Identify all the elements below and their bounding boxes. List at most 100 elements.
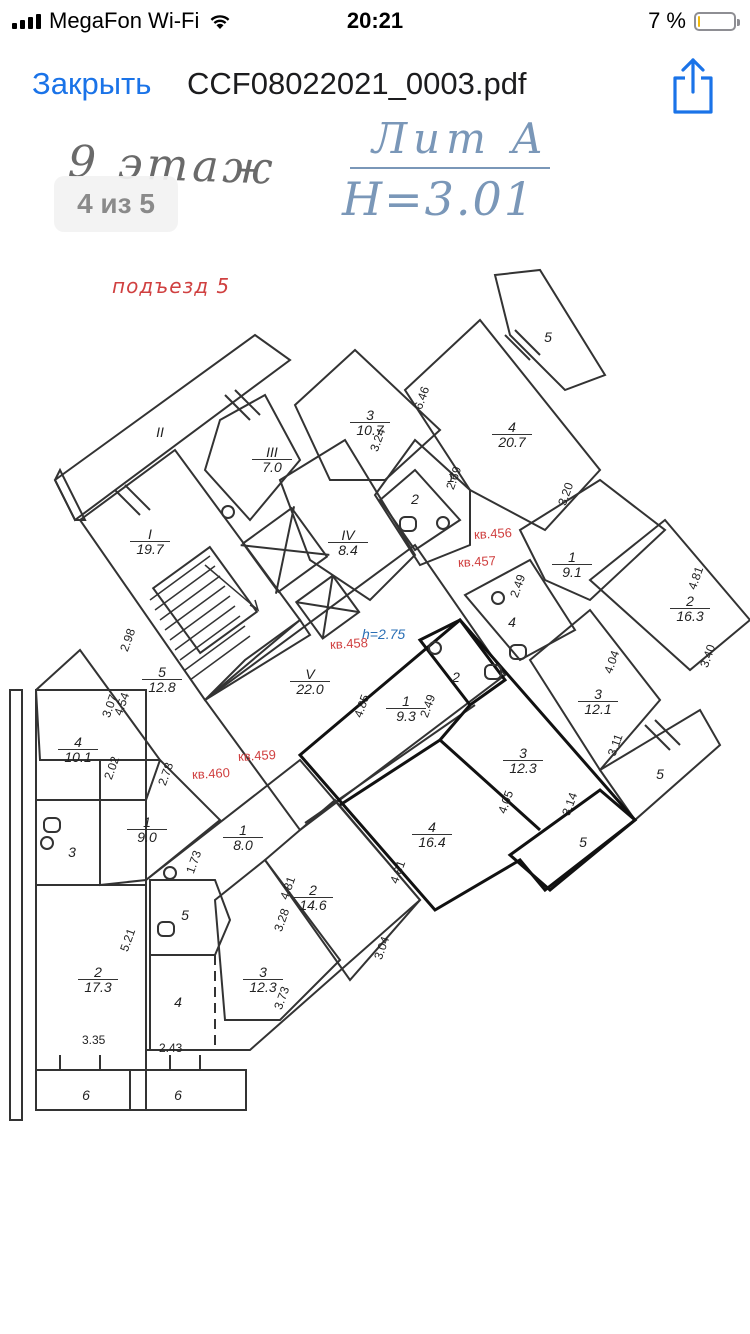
wifi-icon xyxy=(210,15,230,29)
battery-percent: 7 % xyxy=(648,8,686,33)
room-number: 5 xyxy=(181,907,189,923)
room-number: 6 xyxy=(82,1087,90,1103)
status-bar: MegaFon Wi-Fi 20:21 7 % xyxy=(0,0,750,40)
height-label: H=3.01 xyxy=(342,172,536,226)
room-area: 14.6 xyxy=(299,897,327,913)
room-label: 4 xyxy=(158,995,198,1009)
room-area: 19.7 xyxy=(136,541,164,557)
dimension-label: 2.43 xyxy=(159,1041,183,1055)
room-number: 3 xyxy=(578,687,618,702)
apartment-label: кв.460 xyxy=(191,765,231,782)
room-area: 12.1 xyxy=(584,701,612,717)
room-number: 4 xyxy=(58,735,98,750)
room-label: 1 xyxy=(431,470,471,484)
room-area: 9.1 xyxy=(562,564,582,580)
room-label: 5 xyxy=(563,835,603,849)
room-number: 3 xyxy=(68,844,76,860)
room-area: 7.0 xyxy=(262,459,282,475)
room-area: 22.0 xyxy=(296,681,324,697)
apartment-label: кв.456 xyxy=(473,525,513,542)
document-title: CCF08022021_0003.pdf xyxy=(187,66,527,101)
room-number: 4 xyxy=(174,994,182,1010)
room-number: 5 xyxy=(142,665,182,680)
room-label: 2 xyxy=(436,670,476,684)
height-h-label: h=2.75 xyxy=(362,626,406,642)
room-label: 5 xyxy=(528,330,568,344)
room-number: 6 xyxy=(174,1087,182,1103)
room-number: 1 xyxy=(447,469,455,485)
room-number: 4 xyxy=(508,614,516,630)
room-number: 2 xyxy=(670,594,710,609)
room-area: 17.3 xyxy=(84,979,112,995)
entrance-label: подъезд 5 xyxy=(112,274,231,298)
room-label: 3 xyxy=(52,845,92,859)
room-number: 5 xyxy=(656,766,664,782)
room-number: 3 xyxy=(243,965,283,980)
close-button[interactable]: Закрыть xyxy=(32,66,152,101)
room-number: 2 xyxy=(452,669,460,685)
room-area: 10.7 xyxy=(356,422,384,438)
room-area: 10.1 xyxy=(64,749,92,765)
room-label: 5 xyxy=(165,908,205,922)
room-area: 9.0 xyxy=(137,829,157,845)
room-area: 8.4 xyxy=(338,542,358,558)
status-left: MegaFon Wi-Fi xyxy=(12,8,233,34)
cellular-signal-icon xyxy=(12,13,41,29)
room-number: II xyxy=(156,424,164,440)
lit-label: Лит А xyxy=(372,122,550,163)
dimension-label: 3.35 xyxy=(82,1033,106,1047)
room-label: II xyxy=(140,425,180,439)
room-number: 3 xyxy=(503,746,543,761)
room-area: 12.3 xyxy=(509,760,537,776)
room-area: 9.3 xyxy=(396,708,416,724)
room-number: III xyxy=(252,445,292,460)
room-number: 1 xyxy=(552,550,592,565)
pdf-page[interactable]: 9 этаж Лит А H=3.01 подъезд 5 h=2.75 кв.… xyxy=(0,122,750,1334)
room-number: 4 xyxy=(412,820,452,835)
battery-fill xyxy=(698,15,700,27)
room-label: 4 xyxy=(492,615,532,629)
room-number: 5 xyxy=(579,834,587,850)
status-right: 7 % xyxy=(648,8,740,34)
apartment-label: кв.459 xyxy=(237,747,277,764)
room-number: IV xyxy=(328,528,368,543)
room-number: I xyxy=(130,527,170,542)
room-number: 5 xyxy=(544,329,552,345)
status-time: 20:21 xyxy=(346,8,404,33)
room-label: 2 xyxy=(395,492,435,506)
room-number: 2 xyxy=(78,965,118,980)
page-indicator: 4 из 5 xyxy=(54,176,178,232)
room-area: 12.8 xyxy=(148,679,176,695)
apartment-label: кв.458 xyxy=(329,635,369,652)
room-area: 20.7 xyxy=(498,434,526,450)
carrier-name: MegaFon Wi-Fi xyxy=(49,8,200,33)
room-area: 16.4 xyxy=(418,834,446,850)
room-number: 2 xyxy=(411,491,419,507)
floor-plan xyxy=(9,268,750,1121)
room-label: 5 xyxy=(640,767,680,781)
room-number: V xyxy=(290,667,330,682)
room-label: 6 xyxy=(66,1088,106,1102)
share-icon[interactable] xyxy=(668,56,718,116)
room-area: 12.3 xyxy=(249,979,277,995)
room-area: 16.3 xyxy=(676,608,704,624)
room-area: 8.0 xyxy=(233,837,253,853)
room-number: 4 xyxy=(492,420,532,435)
divider-line xyxy=(350,167,550,169)
navigation-bar: Закрыть CCF08022021_0003.pdf xyxy=(0,48,750,122)
room-number: 3 xyxy=(350,408,390,423)
